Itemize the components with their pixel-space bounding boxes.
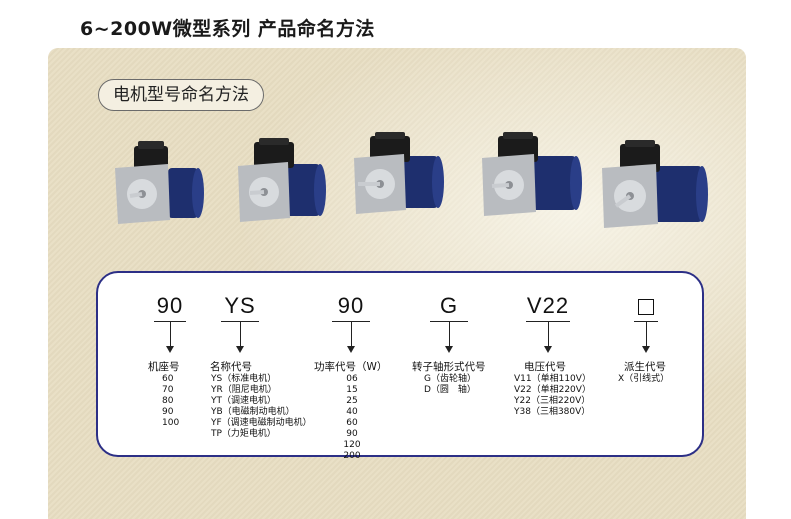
values-name: YS（标准电机） YR（阻尼电机） YT（调速电机） YB（电磁制动电机） YF… xyxy=(211,374,312,439)
arrow-head xyxy=(642,346,650,353)
code-voltage: V22 xyxy=(526,293,570,318)
label-shaft: 转子轴形式代号 xyxy=(412,361,486,373)
underline xyxy=(526,321,570,322)
blank-square-icon xyxy=(638,299,654,315)
motor-image-5 xyxy=(602,140,708,228)
underline xyxy=(332,321,370,322)
label-frame: 机座号 xyxy=(148,361,180,373)
code-power: 90 xyxy=(337,293,365,318)
code-name: YS xyxy=(224,293,256,318)
arrow-line xyxy=(548,322,549,348)
underline xyxy=(154,321,186,322)
underline xyxy=(430,321,468,322)
motor-image-3 xyxy=(354,132,444,214)
arrow-head xyxy=(166,346,174,353)
code-shaft: G xyxy=(439,293,459,318)
motor-image-1 xyxy=(115,141,204,224)
code-frame: 90 xyxy=(156,293,184,318)
values-derivative: X（引线式） xyxy=(618,374,670,384)
label-derivative: 派生代号 xyxy=(624,361,666,373)
page-title: 6~200W微型系列 产品命名方法 xyxy=(80,18,375,40)
arrow-line xyxy=(351,322,352,348)
motor-image-2 xyxy=(238,138,326,222)
motor-image-4 xyxy=(482,132,582,216)
section-label: 电机型号命名方法 xyxy=(98,79,264,111)
arrow-head xyxy=(236,346,244,353)
values-power: 06 15 25 40 60 90 120 200 xyxy=(343,374,361,461)
label-voltage: 电压代号 xyxy=(524,361,566,373)
arrow-line xyxy=(240,322,241,348)
model-naming-diagram: 90 机座号 60 70 80 90 100 YS 名称代号 YS（标准电机） … xyxy=(96,271,704,461)
label-power: 功率代号（W） xyxy=(314,361,388,373)
values-shaft: G（齿轮轴） D（圆 轴） xyxy=(424,374,476,395)
arrow-line xyxy=(646,322,647,348)
arrow-head xyxy=(347,346,355,353)
arrow-line xyxy=(449,322,450,348)
arrow-line xyxy=(170,322,171,348)
arrow-head xyxy=(445,346,453,353)
values-voltage: V11（单相110V） V22（单相220V） Y22（三相220V） Y38（… xyxy=(514,374,591,417)
label-name: 名称代号 xyxy=(210,361,252,373)
arrow-head xyxy=(544,346,552,353)
values-frame: 60 70 80 90 100 xyxy=(162,374,180,428)
underline xyxy=(221,321,259,322)
underline xyxy=(634,321,658,322)
